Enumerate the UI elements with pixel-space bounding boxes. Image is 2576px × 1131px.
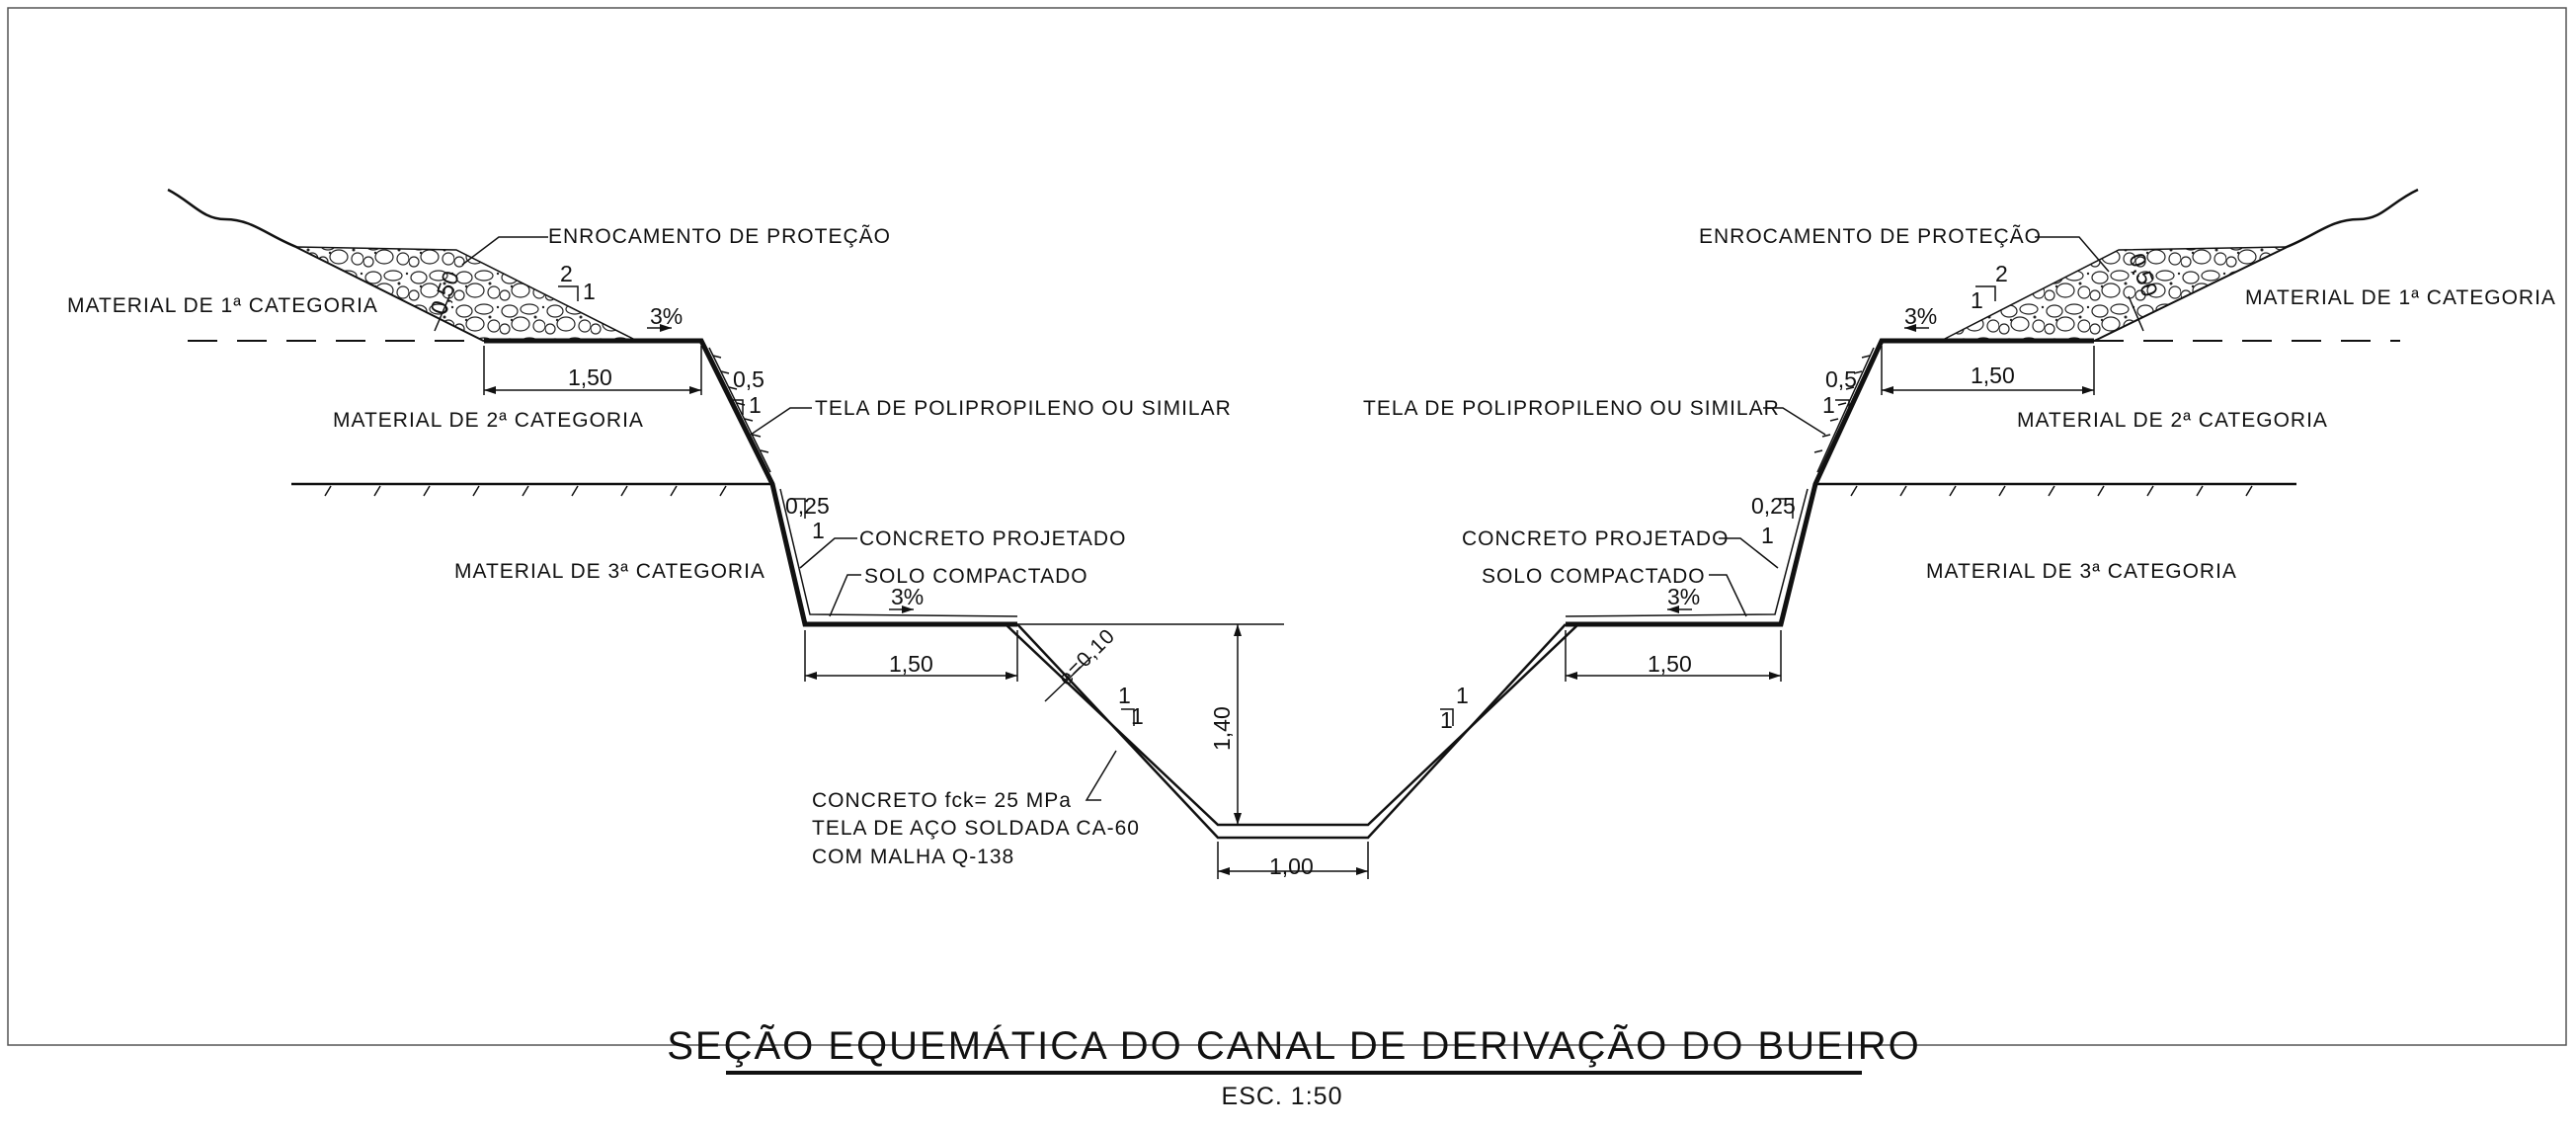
dim-slope-025-left: 0,25 bbox=[785, 493, 830, 519]
dim-berm-lower-left: 1,50 bbox=[889, 651, 933, 677]
label-solo-left: SOLO COMPACTADO bbox=[864, 565, 1088, 588]
label-enrocamento-right: ENROCAMENTO DE PROTEÇÃO bbox=[1699, 224, 2042, 248]
riprap-right bbox=[1940, 246, 2288, 342]
dim-bottom: 1,00 bbox=[1269, 853, 1314, 879]
label-concreto-fck: CONCRETO fck= 25 MPa bbox=[812, 789, 1072, 812]
label-concreto-projetado-right: CONCRETO PROJETADO bbox=[1462, 527, 1729, 550]
rock-hatch-left bbox=[324, 485, 727, 497]
dim-pct-lower-left: 3% bbox=[891, 584, 924, 609]
dim-berm-upper-right: 1,50 bbox=[1971, 363, 2015, 388]
label-material2-right: MATERIAL DE 2ª CATEGORIA bbox=[2017, 409, 2328, 432]
label-tela-right: TELA DE POLIPROPILENO OU SIMILAR bbox=[1363, 397, 1780, 420]
dim-pct-lower-right: 3% bbox=[1667, 584, 1700, 609]
dim-slope-2-right: 2 bbox=[1995, 261, 2008, 286]
drawing-scale: ESC. 1:50 bbox=[1222, 1083, 1343, 1110]
dim-pct-upper-left: 3% bbox=[650, 303, 683, 329]
excavation-profile-right bbox=[1566, 338, 2094, 627]
dim-berm-upper-left: 1,50 bbox=[568, 364, 612, 390]
dimensions bbox=[434, 285, 2144, 879]
label-tela-aco: TELA DE AÇO SOLDADA CA-60 bbox=[812, 817, 1140, 840]
dim-berm-lower-right: 1,50 bbox=[1648, 651, 1692, 677]
dim-slope-2-left: 2 bbox=[560, 261, 573, 286]
label-malha: COM MALHA Q-138 bbox=[812, 846, 1014, 868]
slope-arrows bbox=[647, 327, 1929, 610]
excavation-profile-left bbox=[484, 338, 1017, 627]
drawing-frame bbox=[7, 7, 2567, 1046]
label-thickness: e=0,10 bbox=[1054, 624, 1119, 689]
terrain-right bbox=[2093, 188, 2419, 343]
label-material3-left: MATERIAL DE 3ª CATEGORIA bbox=[454, 560, 765, 583]
dim-slope-05-one-left: 1 bbox=[749, 392, 762, 418]
label-tela-left: TELA DE POLIPROPILENO OU SIMILAR bbox=[815, 397, 1232, 420]
shotcrete-left-lower bbox=[779, 488, 1018, 617]
mesh-hatch-left bbox=[712, 355, 769, 453]
dim-slope-025-right: 0,25 bbox=[1751, 493, 1796, 519]
dim-slope-025-one-right: 1 bbox=[1761, 523, 1774, 548]
rock-hatch-right bbox=[1850, 485, 2253, 497]
label-material1-left: MATERIAL DE 1ª CATEGORIA bbox=[67, 294, 378, 317]
mesh-hatch-right bbox=[1813, 355, 1871, 453]
dim-slope-05-one-right: 1 bbox=[1822, 392, 1835, 418]
dim-channel-slope-1b-left: 1 bbox=[1131, 703, 1144, 729]
drawing-title: SEÇÃO EQUEMÁTICA DO CANAL DE DERIVAÇÃO D… bbox=[667, 1023, 1921, 1068]
label-material3-right: MATERIAL DE 3ª CATEGORIA bbox=[1926, 560, 2237, 583]
terrain-left bbox=[167, 188, 485, 343]
shotcrete-right bbox=[1816, 347, 1875, 473]
dim-slope-025-one-left: 1 bbox=[812, 518, 825, 543]
shotcrete-right-lower bbox=[1565, 488, 1809, 617]
label-enrocamento-left: ENROCAMENTO DE PROTEÇÃO bbox=[548, 224, 891, 248]
dim-height: 1,40 bbox=[1209, 706, 1235, 751]
dim-slope-1-right: 1 bbox=[1971, 287, 1983, 313]
dim-slope-1-left: 1 bbox=[583, 279, 596, 304]
dim-channel-slope-1a-right: 1 bbox=[1456, 683, 1469, 708]
leader-lines bbox=[461, 236, 2110, 801]
label-material2-left: MATERIAL DE 2ª CATEGORIA bbox=[333, 409, 644, 432]
dim-slope-05-left: 0,5 bbox=[733, 366, 765, 392]
channel-inner bbox=[1005, 623, 1579, 827]
dim-channel-slope-1b-right: 1 bbox=[1440, 707, 1453, 733]
dim-channel-slope-1a-left: 1 bbox=[1118, 683, 1131, 708]
shotcrete-left bbox=[708, 347, 771, 473]
label-solo-right: SOLO COMPACTADO bbox=[1482, 565, 1706, 588]
label-concreto-projetado-left: CONCRETO PROJETADO bbox=[859, 527, 1126, 550]
dim-slope-05-right: 0,5 bbox=[1825, 366, 1857, 392]
label-material1-right: MATERIAL DE 1ª CATEGORIA bbox=[2245, 286, 2556, 309]
dim-pct-upper-right: 3% bbox=[1904, 303, 1937, 329]
